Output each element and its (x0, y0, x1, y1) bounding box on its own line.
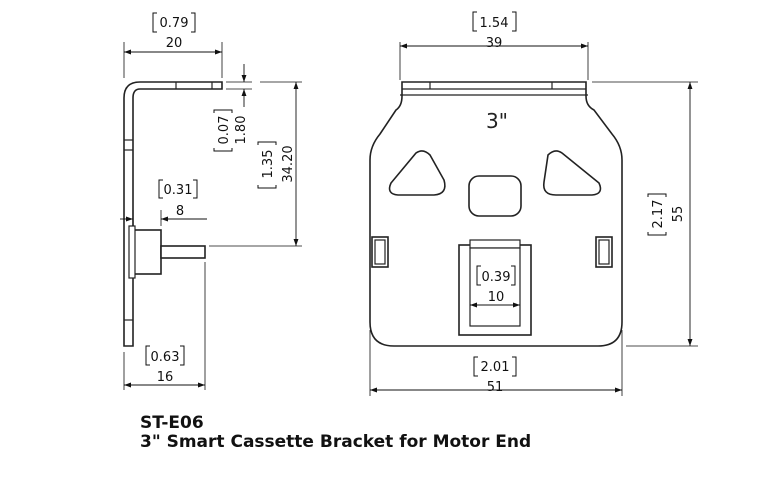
product-title: 3" Smart Cassette Bracket for Motor End (140, 432, 532, 452)
side-bracket-profile (123, 81, 223, 347)
dim-plate-top-width-inch: 1.54 (480, 16, 509, 31)
dim-top-width-inch: 0.79 (160, 16, 189, 31)
dim-base-depth-inch: 0.63 (151, 350, 180, 365)
dim-boss-depth-inch: 0.31 (164, 183, 193, 198)
right-triangle-hole (542, 150, 602, 196)
dim-boss-depth-mm: 8 (176, 204, 184, 219)
front-view: 3" 1.54 39 2.17 55 (369, 11, 698, 396)
side-pin (160, 245, 206, 259)
dim-height-inch: 1.35 (261, 150, 276, 179)
dim-plate-width-mm: 51 (487, 380, 504, 395)
product-code: ST-E06 (140, 413, 204, 433)
side-boss (132, 229, 162, 275)
side-view: 0.79 20 0.07 1.80 1.35 34.20 0.31 8 (120, 12, 302, 390)
dim-slot-width-inch: 0.39 (482, 270, 511, 285)
dim-height-mm: 34.20 (281, 145, 296, 182)
dim-lip-thickness-inch: 0.07 (217, 116, 232, 145)
center-square-hole (468, 175, 522, 217)
dim-top-width-mm: 20 (166, 36, 183, 51)
dim-slot-width-mm: 10 (488, 290, 505, 305)
dim-plate-height-inch: 2.17 (651, 200, 666, 229)
dim-base-depth-mm: 16 (157, 370, 174, 385)
size-marking: 3" (486, 109, 508, 133)
dim-plate-height-mm: 55 (671, 206, 686, 223)
left-triangle-hole (388, 150, 446, 196)
dim-plate-top-width-mm: 39 (486, 36, 503, 51)
dim-lip-thickness-mm: 1.80 (234, 116, 249, 145)
dim-plate-width-inch: 2.01 (481, 360, 510, 375)
